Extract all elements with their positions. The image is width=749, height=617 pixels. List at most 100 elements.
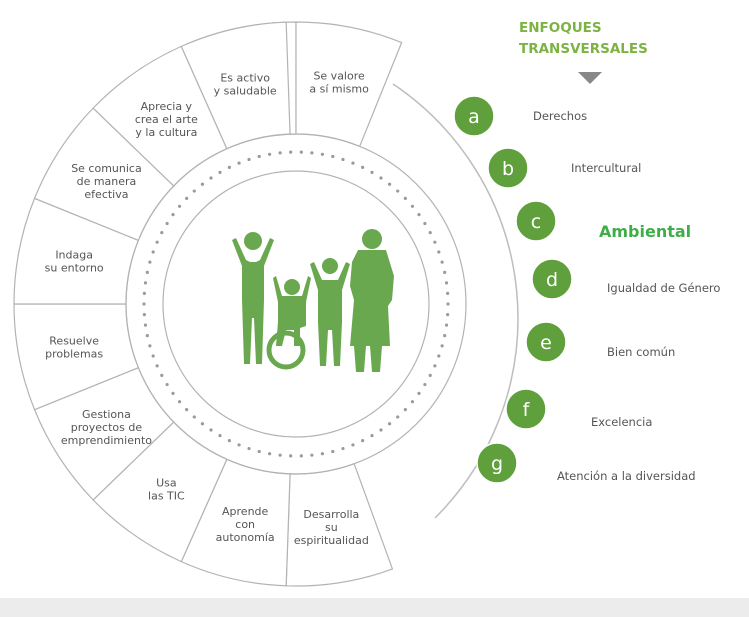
- enfoque-label-g: Atención a la diversidad: [557, 469, 696, 483]
- enfoque-label-b: Intercultural: [571, 161, 642, 175]
- competency-label-line: las TIC: [148, 490, 185, 503]
- ring-dot: [437, 250, 441, 254]
- enfoques-title: ENFOQUES TRANSVERSALES: [519, 18, 648, 60]
- enfoque-badge-a: [453, 95, 495, 137]
- title-arrow-down-icon: [578, 72, 602, 84]
- competency-label-line: con: [235, 518, 255, 531]
- ring-dot: [289, 150, 293, 154]
- ring-dot: [387, 182, 392, 186]
- enfoque-badge-e: [525, 321, 567, 363]
- ring-dot: [410, 400, 415, 404]
- ring-dot: [237, 161, 241, 165]
- ring-dot: [289, 454, 293, 458]
- competency-label-line: Es activo: [220, 71, 270, 84]
- enfoques-title-line-2: TRANSVERSALES: [519, 41, 648, 57]
- enfoques-title-line-1: ENFOQUES: [519, 20, 602, 36]
- competency-label-line: Se valore: [313, 70, 365, 83]
- ring-dot: [247, 446, 251, 451]
- competency-label-line: autonomía: [216, 531, 275, 544]
- ring-dot: [142, 302, 146, 306]
- competency-label-line: problemas: [45, 348, 103, 361]
- ring-dot: [237, 443, 241, 447]
- ring-dot: [151, 354, 155, 358]
- enfoque-badge-b: [487, 147, 529, 189]
- ring-dot: [143, 281, 148, 285]
- ring-dot: [428, 373, 432, 377]
- competency-label-line: Se comunica: [71, 162, 142, 175]
- ring-dot: [351, 443, 355, 447]
- competency-label-line: emprendimiento: [61, 434, 152, 447]
- ring-dot: [446, 313, 450, 317]
- ring-dot: [257, 154, 261, 159]
- competency-label-line: Indaga: [55, 248, 93, 261]
- ring-dot: [165, 382, 169, 387]
- ring-dot: [310, 151, 314, 155]
- ring-dot: [379, 428, 383, 432]
- ring-dot: [444, 281, 449, 285]
- ring-dot: [361, 439, 365, 443]
- ring-dot: [185, 407, 189, 412]
- ring-dot: [370, 434, 374, 438]
- ring-dot: [433, 240, 437, 244]
- ring-dot: [440, 260, 444, 264]
- enfoque-badge-c: [515, 200, 557, 242]
- ring-dot: [268, 152, 272, 156]
- ring-dot: [361, 165, 365, 169]
- dotted-ring: [142, 150, 450, 458]
- ring-dot: [165, 221, 169, 226]
- ring-dot: [192, 415, 196, 419]
- ring-dot: [396, 415, 400, 419]
- ring-dot: [257, 449, 261, 454]
- enfoque-badge-g: [476, 442, 518, 484]
- ring-dot: [200, 422, 205, 426]
- ring-dot: [148, 260, 152, 264]
- ring-dot: [444, 323, 449, 327]
- ring-dot: [218, 434, 222, 438]
- ring-dot: [443, 334, 447, 338]
- ring-dot: [433, 364, 437, 368]
- ring-dot: [209, 176, 213, 180]
- ring-dot: [148, 344, 152, 348]
- ring-dot: [320, 152, 324, 156]
- competency-label-line: proyectos de: [71, 421, 143, 434]
- ring-dot: [142, 313, 146, 317]
- enfoque-badge-letter: f: [523, 399, 531, 421]
- ring-dot: [160, 231, 164, 235]
- ring-dot: [268, 452, 272, 456]
- enfoque-label-d: Igualdad de Género: [607, 281, 721, 295]
- ring-dot: [145, 334, 149, 338]
- competency-label-line: y saludable: [214, 84, 277, 97]
- ring-dot: [177, 400, 182, 404]
- ring-dot: [218, 170, 222, 174]
- bottom-band: [0, 598, 749, 617]
- competency-label-line: espiritualidad: [294, 534, 369, 547]
- ring-dot: [331, 154, 335, 159]
- competency-label-line: su entorno: [45, 261, 104, 274]
- enfoque-badge-d: [531, 258, 573, 300]
- competency-label-line: Usa: [156, 477, 177, 490]
- competency-label-line: de manera: [77, 175, 137, 188]
- ring-dot: [423, 221, 427, 226]
- ring-dot: [209, 428, 213, 432]
- ring-dot: [151, 250, 155, 254]
- ring-dot: [143, 323, 148, 327]
- center-ring: [162, 170, 430, 438]
- competency-label-line: Desarrolla: [303, 508, 359, 521]
- enfoque-badge-letter: g: [491, 453, 503, 475]
- ring-dot: [299, 150, 303, 154]
- enfoque-badge-letter: c: [531, 211, 541, 233]
- enfoque-badge-letter: a: [468, 106, 480, 128]
- ring-dot: [437, 354, 441, 358]
- competency-segment: [285, 462, 394, 587]
- ring-dot: [423, 382, 427, 387]
- competency-label-line: Aprecia y: [141, 100, 193, 113]
- ring-dot: [155, 364, 159, 368]
